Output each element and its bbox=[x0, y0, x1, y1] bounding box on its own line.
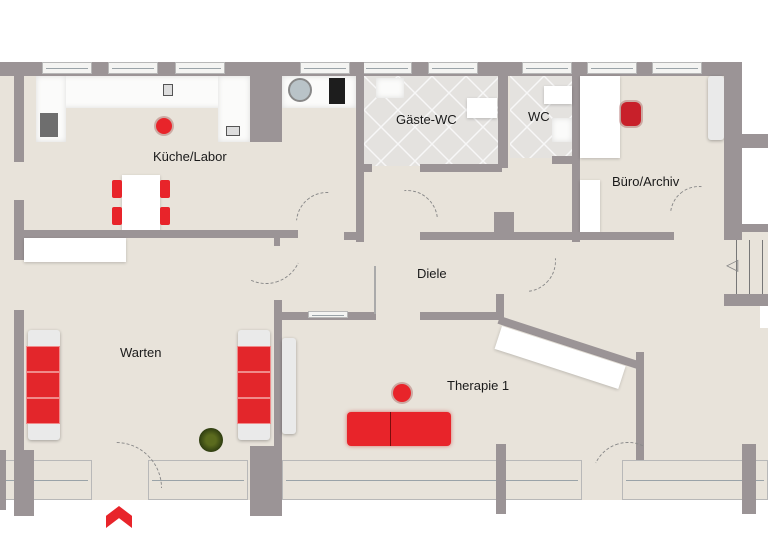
washbasin-icon bbox=[376, 78, 404, 98]
seat bbox=[237, 398, 271, 424]
room-label-buero: Büro/Archiv bbox=[612, 174, 680, 189]
window bbox=[282, 460, 582, 500]
wall-diele-bottom bbox=[420, 312, 502, 320]
stove-icon bbox=[329, 78, 345, 104]
wall-office-left bbox=[572, 62, 580, 242]
toilet-icon bbox=[544, 86, 572, 104]
wall-diele-stub bbox=[496, 294, 504, 318]
plant-icon bbox=[199, 428, 223, 452]
window bbox=[428, 62, 478, 74]
wall-left bbox=[14, 62, 24, 162]
wall-diele-stub bbox=[374, 266, 376, 314]
dining-table bbox=[122, 175, 160, 231]
chair-icon bbox=[160, 207, 170, 225]
seat bbox=[237, 372, 271, 398]
exterior-niche bbox=[760, 306, 768, 328]
exterior-niche bbox=[742, 148, 768, 224]
window bbox=[522, 62, 572, 74]
wall-hall-top bbox=[514, 232, 674, 240]
window bbox=[308, 311, 348, 318]
window bbox=[300, 62, 350, 74]
chair-icon bbox=[156, 118, 172, 134]
wall-pillar bbox=[496, 444, 506, 514]
stair-arrow-icon: ◁ bbox=[726, 257, 739, 274]
wall-bath-left bbox=[356, 62, 364, 242]
wall-wc-bottom bbox=[552, 156, 574, 164]
room-label-kueche: Küche/Labor bbox=[153, 149, 227, 164]
seat bbox=[26, 398, 60, 424]
wall-stairs-bottom bbox=[724, 294, 768, 306]
wall-hall-top bbox=[344, 232, 364, 240]
therapy-bed bbox=[347, 412, 451, 446]
staircase bbox=[724, 240, 768, 296]
chair-icon bbox=[393, 384, 411, 402]
sideboard bbox=[24, 238, 126, 262]
washbasin-icon bbox=[552, 118, 572, 142]
window bbox=[42, 62, 92, 74]
window bbox=[108, 62, 158, 74]
wall-kitchen-bottom bbox=[14, 230, 298, 238]
seat bbox=[237, 346, 271, 372]
room-label-wc: WC bbox=[528, 109, 550, 124]
wall-pillar bbox=[250, 446, 282, 516]
coffee-machine-icon bbox=[163, 84, 173, 96]
cabinet bbox=[580, 180, 600, 232]
wall-right-ext bbox=[742, 134, 768, 148]
wall-pillar bbox=[14, 450, 34, 516]
chair-icon bbox=[112, 207, 122, 225]
seat bbox=[26, 346, 60, 372]
wall-bath-divider bbox=[498, 62, 508, 168]
wall-hall-top bbox=[420, 232, 494, 240]
chair-icon bbox=[160, 180, 170, 198]
seat bbox=[26, 372, 60, 398]
shelf bbox=[282, 338, 296, 434]
wall-pillar-left-edge bbox=[0, 450, 6, 510]
wall-therapy-right bbox=[636, 352, 644, 460]
window bbox=[587, 62, 637, 74]
desk bbox=[580, 76, 620, 158]
office-chair-icon bbox=[621, 102, 641, 126]
wall-hall-top bbox=[494, 212, 514, 240]
wall-office-right bbox=[724, 62, 742, 244]
wall-kitchen-pillar bbox=[250, 62, 282, 142]
wall-pillar bbox=[742, 444, 756, 514]
room-label-warten: Warten bbox=[120, 345, 162, 360]
shelf bbox=[708, 76, 724, 140]
printer-icon bbox=[226, 126, 240, 136]
window bbox=[362, 62, 412, 74]
toilet-icon bbox=[467, 98, 497, 118]
wall-left bbox=[14, 310, 24, 450]
chair-icon bbox=[112, 180, 122, 198]
room-label-diele: Diele bbox=[417, 266, 447, 281]
wall-segment bbox=[274, 230, 280, 246]
wall-bath-bottom bbox=[420, 164, 502, 172]
wall-bath-bottom-left bbox=[356, 164, 372, 172]
wall-warten-right bbox=[274, 300, 282, 460]
room-label-gaeste-wc: Gäste-WC bbox=[396, 112, 457, 127]
floor-right-cut bbox=[742, 62, 768, 134]
sink-icon bbox=[288, 78, 312, 102]
window bbox=[652, 62, 702, 74]
room-label-therapie1: Therapie 1 bbox=[447, 378, 510, 393]
window bbox=[175, 62, 225, 74]
window bbox=[148, 460, 248, 500]
kitchen-counter bbox=[36, 76, 250, 108]
kitchen-appliance-icon bbox=[40, 113, 58, 137]
therapy-bed-divider bbox=[390, 412, 391, 446]
entrance-arrow-icon bbox=[106, 506, 132, 528]
wall-right-ext bbox=[724, 224, 768, 232]
